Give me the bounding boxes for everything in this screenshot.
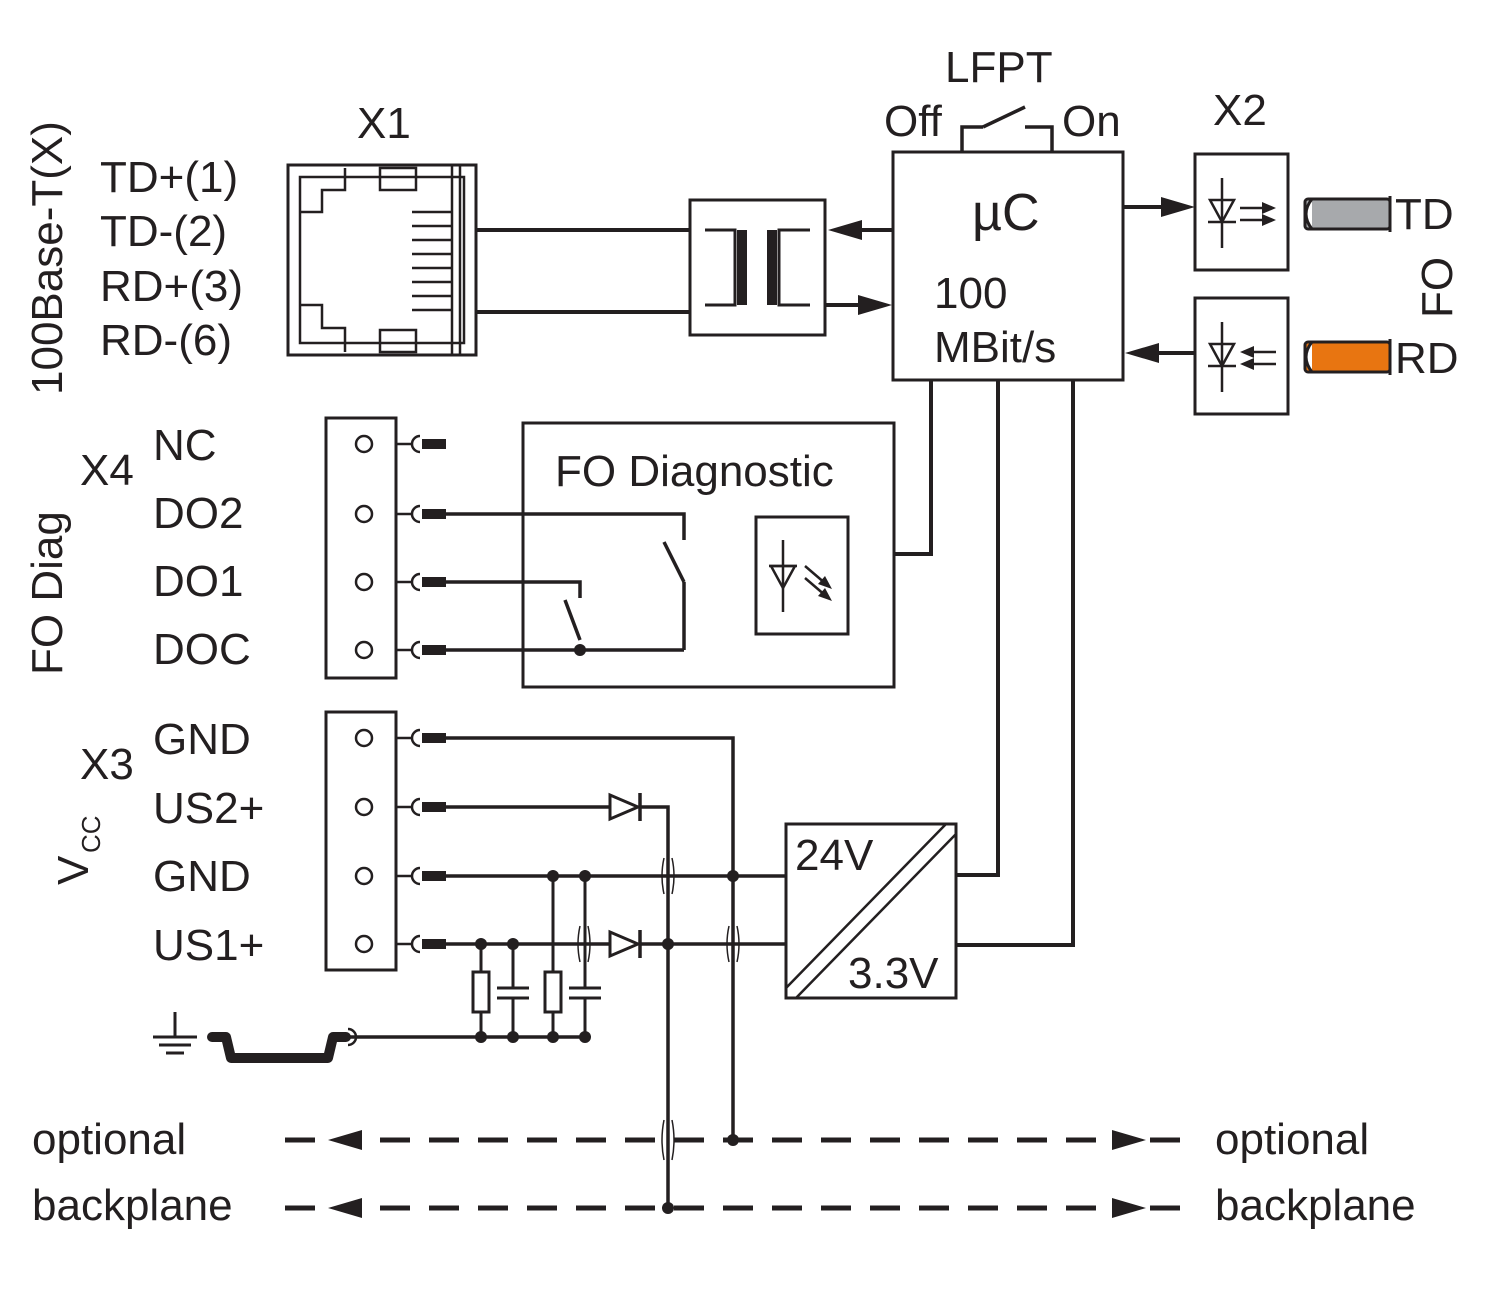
td-plus-label: TD+(1) bbox=[100, 153, 238, 202]
port-label: 100Base-T(X) bbox=[23, 121, 72, 395]
do2-label: DO2 bbox=[153, 489, 243, 538]
x4-label: X4 bbox=[80, 446, 134, 495]
resistor-icon bbox=[471, 970, 491, 1014]
uc-to-diag-wire bbox=[894, 380, 933, 556]
optional-right-2: backplane bbox=[1215, 1181, 1416, 1230]
wire-crossover-marks bbox=[577, 857, 740, 1161]
junction-dots bbox=[475, 870, 739, 1214]
vcc-label: V CC bbox=[49, 815, 106, 885]
transformer-icon bbox=[688, 198, 827, 337]
optional-right-1: optional bbox=[1215, 1115, 1369, 1164]
fo-label: FO bbox=[1413, 257, 1462, 318]
gnd2-label: GND bbox=[153, 852, 251, 901]
rd-minus-label: RD-(6) bbox=[100, 316, 232, 365]
capacitor-icon bbox=[497, 986, 529, 1000]
x2-label: X2 bbox=[1213, 86, 1267, 135]
svg-text:V: V bbox=[49, 855, 98, 885]
uc-supply-24v-wire bbox=[956, 380, 1000, 877]
gnd1-label: GND bbox=[153, 715, 251, 764]
gnd1-wire bbox=[446, 736, 735, 1140]
optional-left-1: optional bbox=[32, 1115, 186, 1164]
uc-supply-33v-wire bbox=[956, 380, 1075, 947]
fiber-td-cable bbox=[1303, 196, 1392, 232]
fo-diag-side-label: FO Diag bbox=[23, 511, 72, 675]
lfpt-label: LFPT bbox=[945, 43, 1053, 92]
photodiode-receiver-icon bbox=[1193, 296, 1290, 416]
ground-icon bbox=[153, 1012, 197, 1055]
uc-label: µC bbox=[972, 184, 1040, 242]
led-transmitter-icon bbox=[1193, 152, 1290, 272]
svg-text:CC: CC bbox=[76, 815, 106, 853]
uc-speed-unit: MBit/s bbox=[934, 323, 1056, 372]
dc-dc-converter-icon bbox=[784, 822, 958, 1000]
relay-contact-icon bbox=[446, 512, 686, 656]
switch-on-label: On bbox=[1062, 97, 1121, 146]
photodiode-receiver-icon bbox=[754, 515, 850, 636]
fo-td-label: TD bbox=[1395, 190, 1454, 239]
doc-label: DOC bbox=[153, 625, 251, 674]
optional-backplane-lines bbox=[285, 1130, 1190, 1218]
uc-speed-value: 100 bbox=[934, 269, 1007, 318]
terminal-block-icon bbox=[324, 710, 446, 972]
fo-diagnostic-label: FO Diagnostic bbox=[555, 447, 834, 496]
us1-label: US1+ bbox=[153, 921, 264, 970]
din-rail bbox=[207, 1032, 351, 1063]
td-minus-label: TD-(2) bbox=[100, 207, 227, 256]
fo-rd-label: RD bbox=[1395, 334, 1459, 383]
fiber-rd-cable bbox=[1303, 339, 1392, 375]
converter-in-label: 24V bbox=[795, 831, 874, 880]
x1-label: X1 bbox=[357, 99, 411, 148]
switch-icon bbox=[960, 105, 1054, 152]
do1-label: DO1 bbox=[153, 557, 243, 606]
nc-label: NC bbox=[153, 421, 217, 470]
optional-left-2: backplane bbox=[32, 1181, 233, 1230]
rj45-jack-icon bbox=[286, 163, 478, 357]
terminal-block-icon bbox=[324, 416, 446, 680]
arrow-icon bbox=[858, 295, 892, 315]
resistor-icon bbox=[543, 970, 563, 1014]
capacitor-icon bbox=[569, 986, 601, 1000]
arrow-icon bbox=[1125, 343, 1159, 363]
switch-off-label: Off bbox=[884, 97, 943, 146]
diode-icon bbox=[608, 792, 642, 822]
arrow-icon bbox=[1161, 197, 1195, 217]
rd-plus-label: RD+(3) bbox=[100, 262, 243, 311]
rail-clip bbox=[347, 1027, 358, 1047]
microcontroller-block bbox=[891, 150, 1125, 382]
x3-label: X3 bbox=[80, 740, 134, 789]
diode-icon bbox=[608, 929, 642, 959]
converter-out-label: 3.3V bbox=[848, 949, 939, 998]
arrow-icon bbox=[828, 220, 862, 240]
us2-label: US2+ bbox=[153, 784, 264, 833]
us2-diode-out-wire bbox=[640, 805, 670, 1208]
